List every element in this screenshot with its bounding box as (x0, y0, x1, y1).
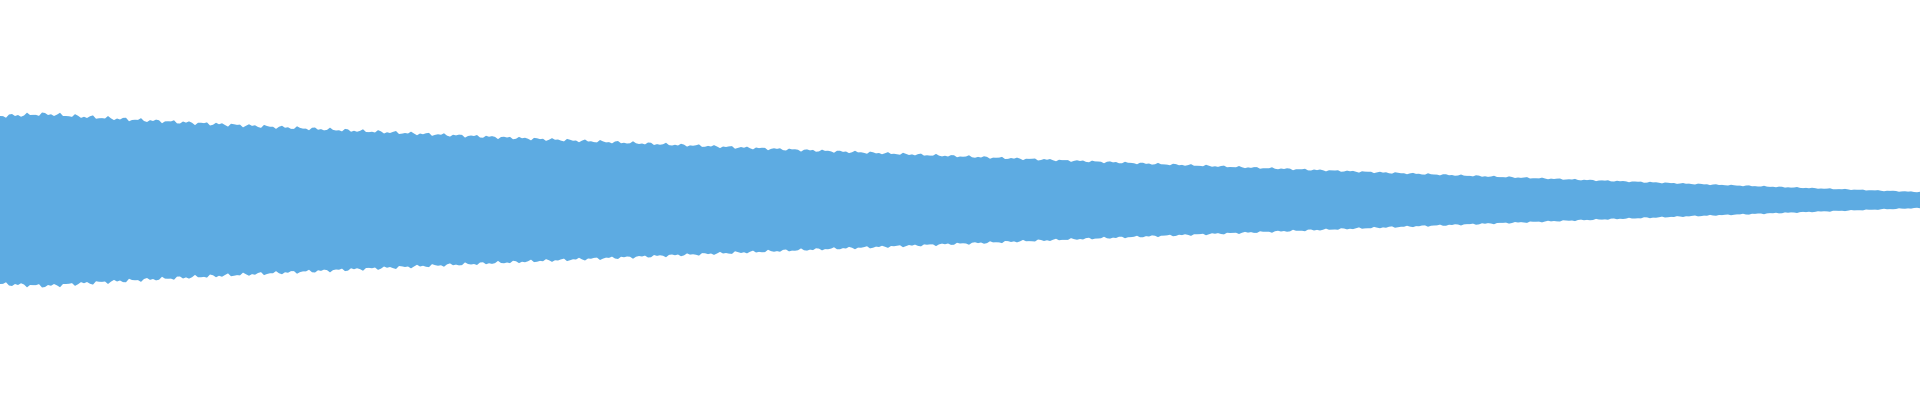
audio-waveform (0, 112, 1920, 288)
